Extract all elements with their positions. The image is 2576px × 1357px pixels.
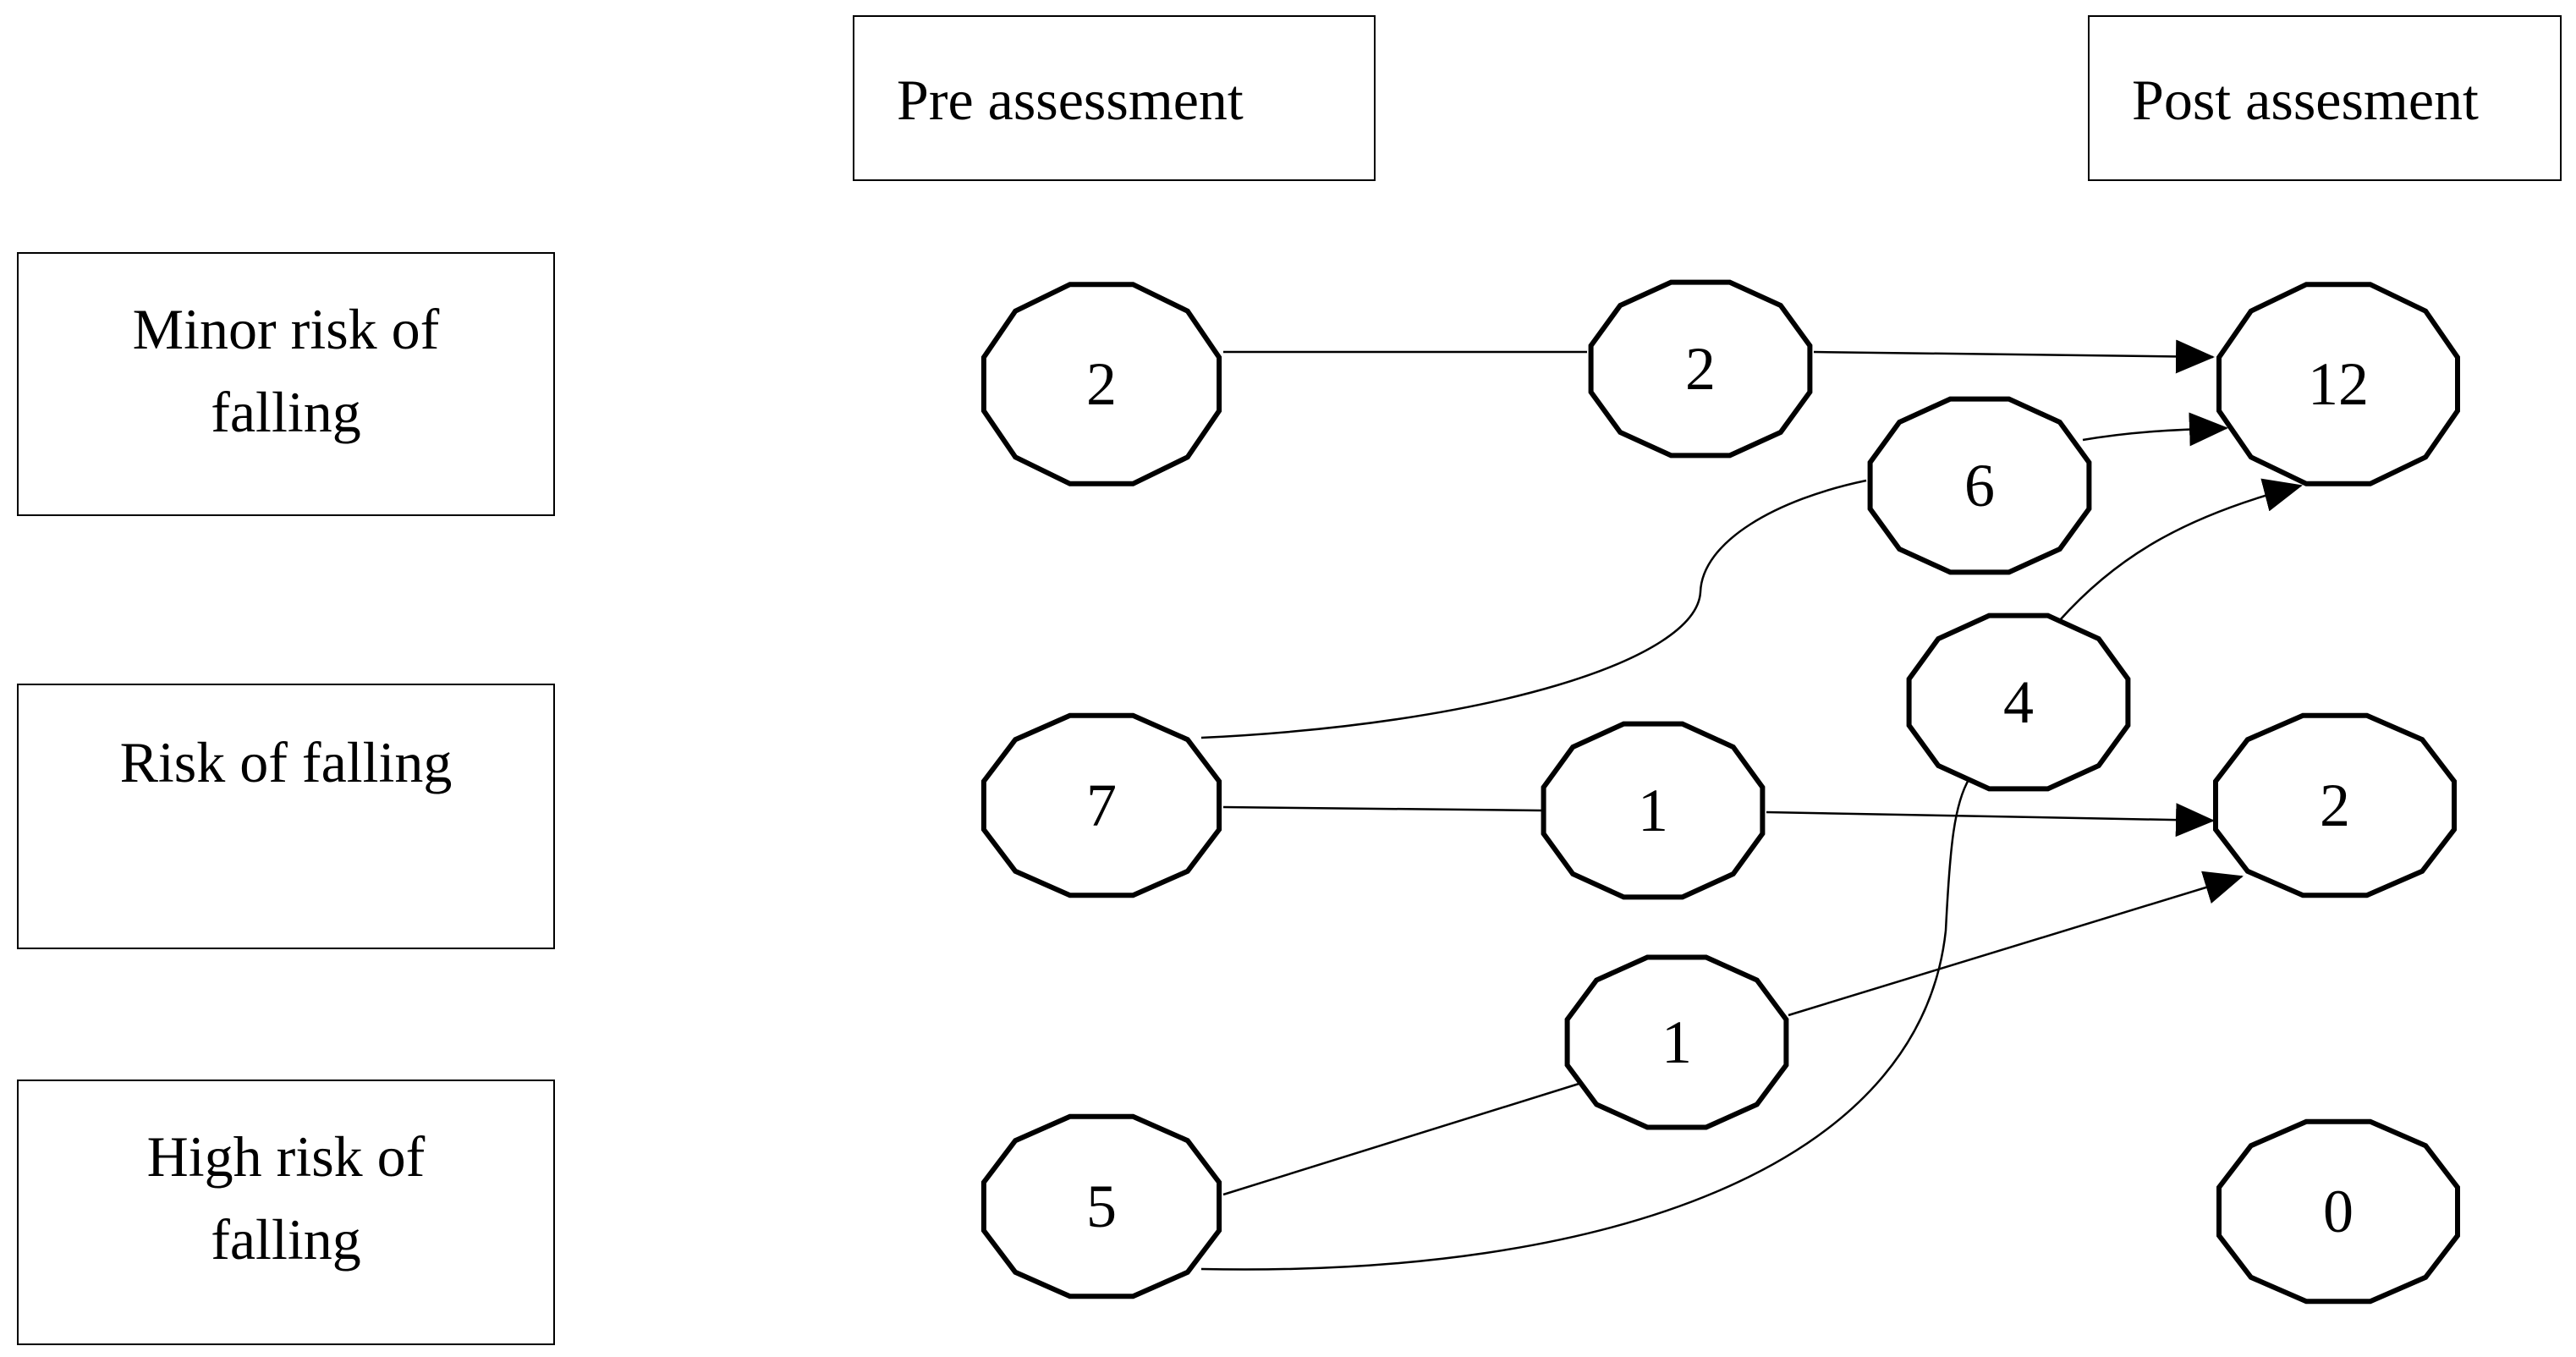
pre-assessment-header: Pre assessment: [853, 15, 1376, 181]
pre-assessment-label: Pre assessment: [897, 68, 1244, 132]
node-shape: [980, 1113, 1222, 1299]
edge-mid-six-to-post-minor: [2082, 412, 2228, 447]
node-post-minor: 12: [2216, 282, 2460, 486]
node-shape: [2216, 282, 2460, 486]
node-mid-minor-to-minor: 2: [1588, 279, 1813, 459]
node-mid-risk-to-minor: 6: [1867, 396, 2092, 575]
node-value: 1: [1638, 777, 1668, 844]
category-risk-box: Risk of falling: [17, 684, 555, 949]
node-mid-high-to-risk: 1: [1564, 954, 1789, 1130]
node-shape: [2213, 712, 2457, 898]
category-high-risk-box: High risk of falling: [17, 1080, 555, 1345]
node-value: 1: [1661, 1008, 1692, 1076]
category-minor-risk-line2: falling: [211, 380, 361, 444]
node-shape: [980, 712, 1222, 898]
node-mid-risk-to-risk: 1: [1541, 721, 1766, 900]
node-mid-high-to-minor: 4: [1906, 613, 2131, 792]
node-pre-high: 5: [980, 1113, 1222, 1299]
node-value: 2: [1086, 350, 1117, 418]
category-minor-risk-line1: Minor risk of: [132, 297, 440, 361]
node-post-high: 0: [2216, 1118, 2460, 1305]
edge-pre-high-to-mid-one: [1222, 1080, 1588, 1196]
edge-mid-one-to-post-risk-lower: [1788, 871, 2244, 1017]
category-high-risk-line2: falling: [211, 1207, 361, 1272]
node-post-risk: 2: [2213, 712, 2457, 898]
edge-mid-minor-to-post-minor: [1813, 339, 2215, 374]
node-value: 4: [2003, 668, 2034, 736]
category-high-risk-line1: High risk of: [146, 1124, 426, 1189]
node-value: 0: [2323, 1178, 2354, 1245]
node-shape: [1564, 954, 1789, 1130]
category-risk-line1: Risk of falling: [119, 730, 453, 794]
node-shape: [1588, 279, 1813, 459]
nodes-layer: 2 7 5 2 6 4 1 1 12 2 0: [980, 279, 2460, 1305]
node-value: 7: [1086, 772, 1117, 839]
node-value: 2: [1685, 335, 1716, 403]
node-shape: [1541, 721, 1766, 900]
node-value: 12: [2308, 350, 2369, 418]
node-value: 5: [1086, 1173, 1117, 1240]
edge-pre-risk-to-mid-one: [1222, 805, 1542, 812]
edge-pre-risk-to-mid-six: [1200, 479, 1867, 739]
post-assessment-label: Post assesment: [2132, 68, 2479, 132]
edge-mid-one-to-post-risk: [1766, 803, 2215, 838]
node-shape: [1906, 613, 2131, 792]
edge-mid-four-to-post-minor: [2058, 478, 2303, 622]
node-pre-risk: 7: [980, 712, 1222, 898]
edge-pre-high-to-mid-four: [1200, 777, 1971, 1271]
category-minor-risk-box: Minor risk of falling: [17, 252, 555, 516]
node-shape: [2216, 1118, 2460, 1305]
post-assessment-header: Post assesment: [2088, 15, 2562, 181]
node-pre-minor: 2: [980, 282, 1222, 486]
node-value: 2: [2320, 772, 2350, 839]
node-value: 6: [1964, 452, 1995, 519]
node-shape: [980, 282, 1222, 486]
node-shape: [1867, 396, 2092, 575]
